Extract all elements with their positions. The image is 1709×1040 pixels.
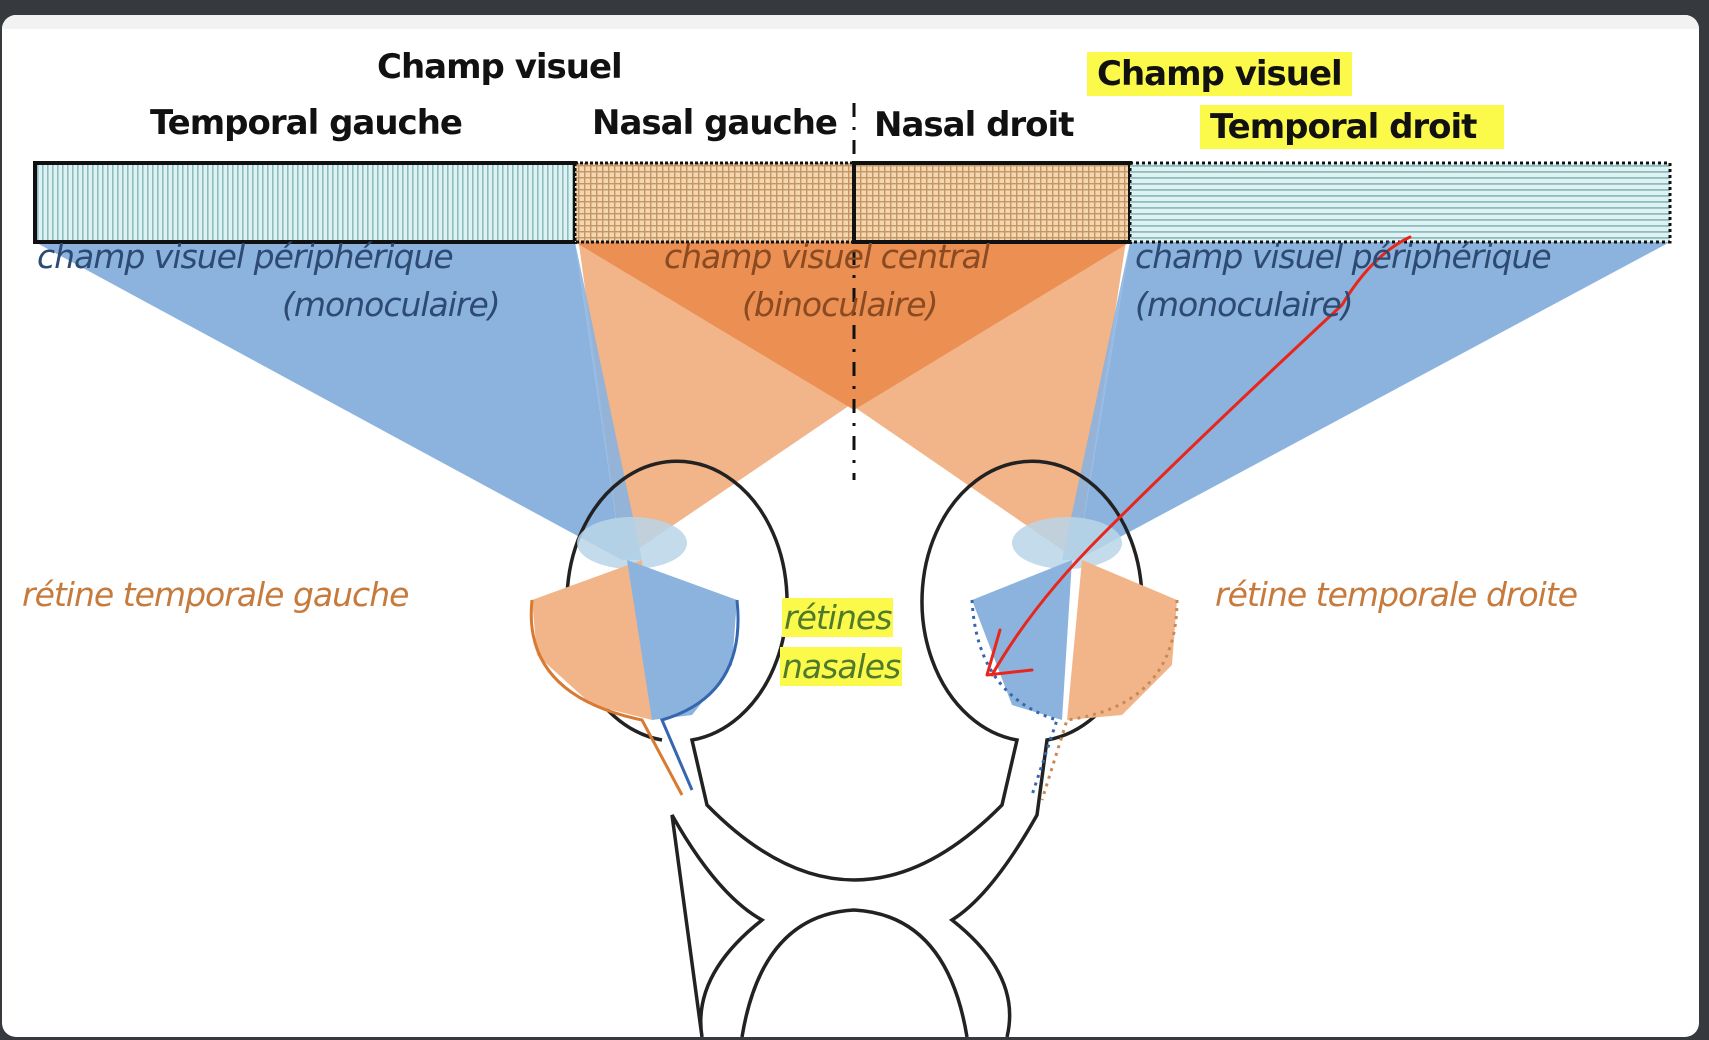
left-eye-blue-retina bbox=[627, 560, 737, 720]
right-eye-orange-retina bbox=[1067, 560, 1177, 720]
retina-temporal-left-label: rétine temporale gauche bbox=[22, 575, 409, 614]
retina-nasal-label-1: rétines bbox=[782, 598, 894, 637]
left-blue-inner-wedge bbox=[575, 242, 642, 560]
left-lens bbox=[577, 517, 687, 569]
inner-arch bbox=[740, 908, 969, 1037]
visual-field-diagram bbox=[33, 103, 1672, 1037]
right-temporal-retina-line bbox=[1040, 599, 1179, 801]
temporal-right-band bbox=[1128, 161, 1672, 244]
peripheral-left-label-1: champ visuel périphérique bbox=[37, 237, 454, 276]
retina-nasal-label-2: nasales bbox=[780, 647, 903, 686]
section-temporal-left: Temporal gauche bbox=[150, 103, 463, 143]
right-peripheral-blue-cone bbox=[1077, 242, 1670, 560]
right-blue-inner-wedge bbox=[1062, 242, 1130, 560]
peripheral-left-label-2: (monoculaire) bbox=[282, 285, 501, 324]
central-label-1: champ visuel central bbox=[664, 237, 990, 276]
retina-temporal-right-label: rétine temporale droite bbox=[1215, 575, 1578, 614]
title-left: Champ visuel bbox=[377, 47, 623, 87]
diagram-card: Champ visuel Champ visuel Temporal gauch… bbox=[2, 15, 1699, 1037]
left-peripheral-blue-cone bbox=[35, 242, 622, 560]
peripheral-right-label-2: (monoculaire) bbox=[1135, 285, 1354, 324]
right-eye-blue-retina bbox=[972, 560, 1072, 720]
peripheral-right-label-1: champ visuel périphérique bbox=[1135, 237, 1552, 276]
right-lens bbox=[1012, 517, 1122, 569]
title-right: Champ visuel bbox=[1087, 52, 1352, 96]
top-strip bbox=[2, 15, 1699, 29]
temporal-left-band bbox=[33, 161, 577, 244]
annotation-arrow-icon bbox=[985, 235, 1412, 677]
left-eye-orange-retina bbox=[532, 560, 652, 720]
section-temporal-right: Temporal droit bbox=[1200, 105, 1505, 149]
section-nasal-left: Nasal gauche bbox=[592, 103, 838, 143]
central-label-2: (binoculaire) bbox=[742, 285, 938, 324]
left-temporal-retina-line bbox=[529, 599, 684, 796]
left-nasal-retina-line bbox=[659, 599, 740, 791]
section-nasal-right: Nasal droit bbox=[874, 105, 1074, 145]
